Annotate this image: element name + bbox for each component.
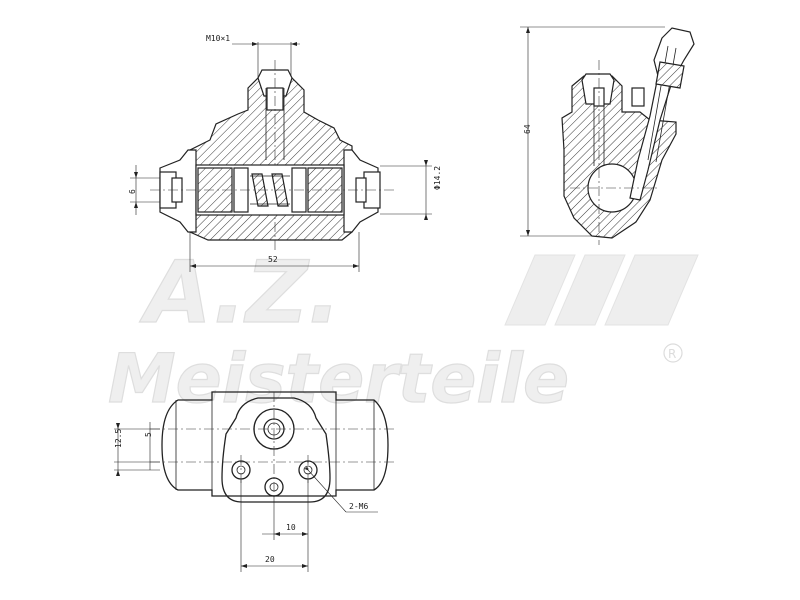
- hole-spacing-small-dimension: 10: [286, 523, 296, 532]
- watermark-logo: A.Z. Meisterteile R: [107, 242, 699, 420]
- watermark-brand-name: Meisterteile: [108, 340, 569, 419]
- watermark-brand-script: A.Z.: [139, 243, 341, 343]
- svg-text:R: R: [668, 347, 676, 361]
- port-height-dimension: 6: [128, 189, 137, 194]
- overall-height-dimension: 64: [523, 124, 532, 134]
- watermark-stripes-icon: [504, 254, 699, 326]
- bottom-view: 5 12.5 2-M6 10 20: [114, 391, 395, 572]
- offset-large-dimension: 12.5: [114, 429, 123, 448]
- registered-mark-icon: R: [663, 343, 683, 363]
- mounting-flange: [221, 397, 331, 503]
- front-section-view: M10×1: [128, 34, 442, 272]
- offset-small-dimension: 5: [144, 432, 153, 437]
- thread-dimension: M10×1: [206, 34, 230, 43]
- side-section-view: 64: [520, 26, 695, 245]
- mount-holes-callout: 2-M6: [349, 502, 368, 511]
- hole-spacing-large-dimension: 20: [265, 555, 275, 564]
- bore-diameter-dimension: Φ14.2: [433, 166, 442, 190]
- body-length-dimension: 52: [268, 255, 278, 264]
